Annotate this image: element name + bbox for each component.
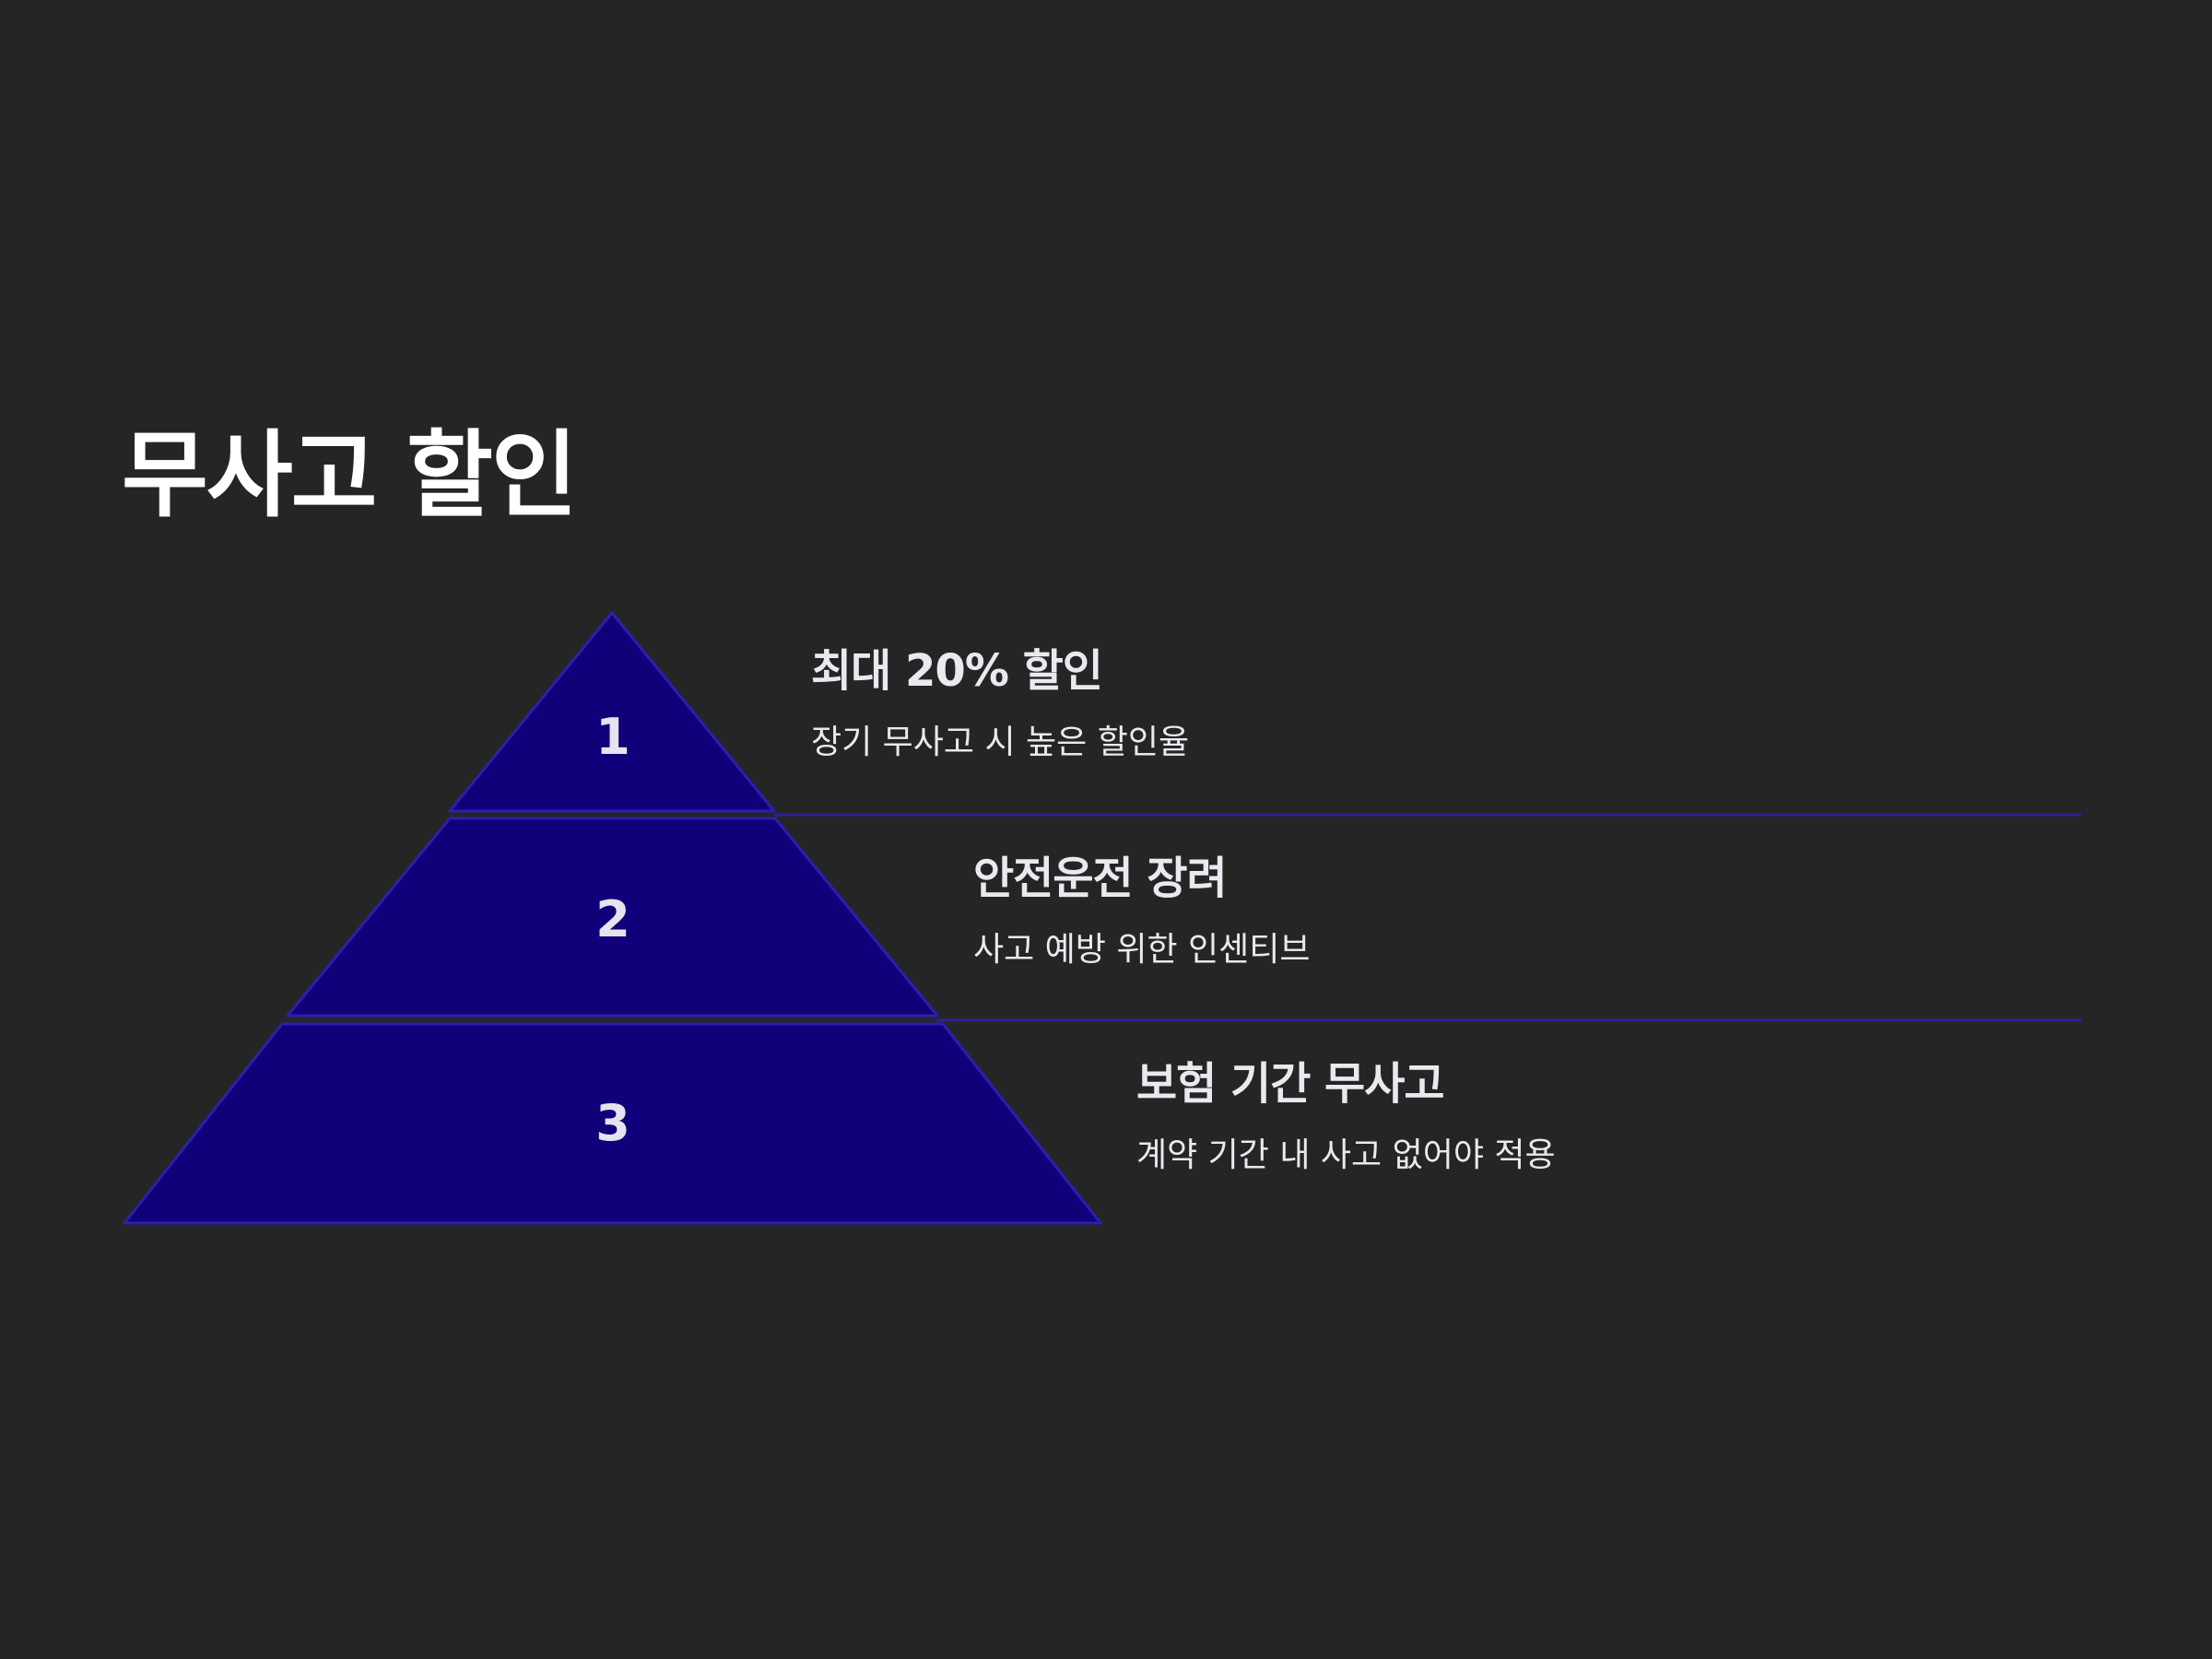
- tier-description-1: 장기 무사고 시 높은 할인율: [811, 724, 1190, 761]
- tier-description-3: 계약 기간 내 사고 없어야 적용: [1136, 1136, 1556, 1174]
- tier-shape-2: [286, 817, 939, 1018]
- tier-title-1: 최대 20% 할인: [811, 645, 1103, 697]
- slide-title: 무사고 할인: [122, 421, 578, 531]
- tier-shape-3: [123, 1022, 1102, 1225]
- tier-text-3: 보험 기간 무사고 계약 기간 내 사고 없어야 적용: [1136, 1062, 1556, 1172]
- tier-title-2: 안전운전 장려: [973, 853, 1228, 904]
- tier-text-2: 안전운전 장려 사고 예방 위한 인센티브: [973, 856, 1311, 967]
- tier-description-2: 사고 예방 위한 인센티브: [973, 931, 1311, 969]
- tier-title-3: 보험 기간 무사고: [1136, 1058, 1445, 1110]
- tier-number-2: 2: [595, 890, 630, 948]
- tier-number-1: 1: [595, 708, 630, 766]
- tier-number-3: 3: [595, 1094, 630, 1152]
- tier-text-1: 최대 20% 할인 장기 무사고 시 높은 할인율: [811, 649, 1189, 759]
- tier-shape-1: [448, 611, 776, 813]
